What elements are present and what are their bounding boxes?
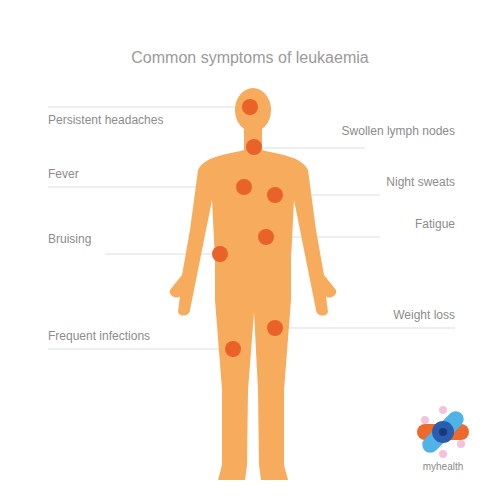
leader-line xyxy=(48,107,240,108)
symptom-label: Persistent headaches xyxy=(48,113,163,127)
symptom-label: Swollen lymph nodes xyxy=(342,124,455,138)
symptom-label: Night sweats xyxy=(386,175,455,189)
logo-dot xyxy=(421,416,429,424)
body-head xyxy=(235,88,271,132)
symptom-dot xyxy=(236,179,252,195)
watermark: myhealth xyxy=(423,460,464,474)
symptom-label: Bruising xyxy=(48,232,91,246)
logo-core xyxy=(432,421,454,443)
symptom-label: Fever xyxy=(48,167,79,181)
symptom-dot xyxy=(225,341,241,357)
leader-line xyxy=(262,148,365,149)
symptom-dot xyxy=(212,246,228,262)
body-silhouette xyxy=(170,128,337,480)
symptom-dot xyxy=(242,99,258,115)
logo-dot xyxy=(439,450,447,458)
symptom-label: Weight loss xyxy=(393,308,455,322)
leader-line xyxy=(48,349,225,350)
symptom-dot xyxy=(246,139,262,155)
logo-dot xyxy=(457,440,465,448)
logo-core xyxy=(439,428,447,436)
symptom-dots xyxy=(212,99,283,357)
symptom-label: Frequent infections xyxy=(48,329,150,343)
leader-line xyxy=(283,328,455,329)
logo-dot xyxy=(439,406,447,414)
logo-icon xyxy=(417,406,469,458)
logo-pill xyxy=(419,408,467,456)
symptom-dot xyxy=(267,187,283,203)
symptom-dot xyxy=(258,229,274,245)
diagram-title: Common symptoms of leukaemia xyxy=(0,48,500,68)
symptom-label: Fatigue xyxy=(415,217,455,231)
symptom-dot xyxy=(267,320,283,336)
